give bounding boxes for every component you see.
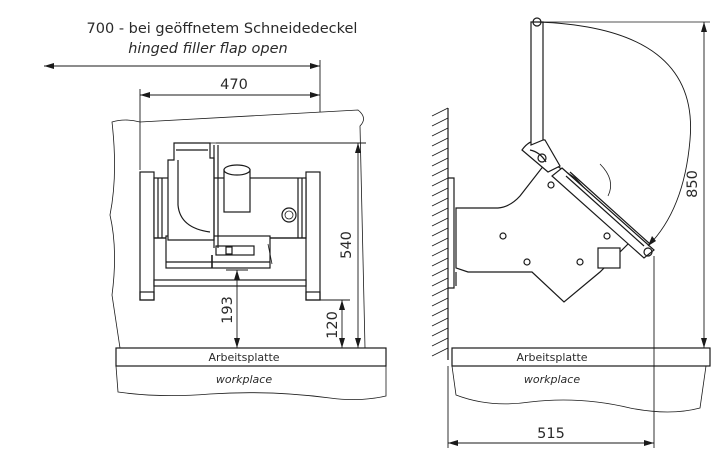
front-outline xyxy=(109,109,366,349)
side-worktop: Arbeitsplatte workplace xyxy=(451,347,711,413)
dim-leg-label: 120 xyxy=(325,311,341,339)
side-flap-arc xyxy=(537,21,692,247)
front-worktop-label-en: workplace xyxy=(216,373,272,386)
dim-width-label: 470 xyxy=(220,77,248,93)
dim-leg: 120 xyxy=(320,299,350,348)
side-flap-arm xyxy=(530,17,710,146)
dim-height-850-label: 850 xyxy=(685,170,701,198)
dim-width: 470 xyxy=(139,77,320,170)
front-worktop-label-de: Arbeitsplatte xyxy=(208,351,279,364)
side-worktop-label-en: workplace xyxy=(524,373,580,386)
side-wall xyxy=(431,107,455,360)
front-view: Arbeitsplatte workplace xyxy=(44,21,387,400)
side-screws xyxy=(499,181,611,266)
side-machine-body xyxy=(455,139,655,303)
dim-clearance-label: 193 xyxy=(220,296,236,324)
front-legs xyxy=(139,171,321,301)
flap-note-en: hinged filler flap open xyxy=(128,41,288,57)
flap-note-de: 700 - bei geöffnetem Schneidedeckel xyxy=(87,21,358,37)
dim-clearance: 193 xyxy=(220,269,248,348)
dim-flap-open: 700 - bei geöffnetem Schneidedeckel hing… xyxy=(44,21,357,112)
dim-depth: 515 xyxy=(447,256,655,448)
side-worktop-label-de: Arbeitsplatte xyxy=(516,351,587,364)
dim-depth-label: 515 xyxy=(537,426,565,442)
side-view: Arbeitsplatte workplace xyxy=(431,17,711,448)
front-worktop: Arbeitsplatte workplace xyxy=(115,347,387,400)
dim-height-850: 850 xyxy=(685,22,707,348)
front-machine-body xyxy=(153,142,307,287)
dim-height-540-label: 540 xyxy=(339,231,355,259)
arc-arrowhead xyxy=(648,236,656,246)
dim-height-540: 540 xyxy=(216,142,366,348)
